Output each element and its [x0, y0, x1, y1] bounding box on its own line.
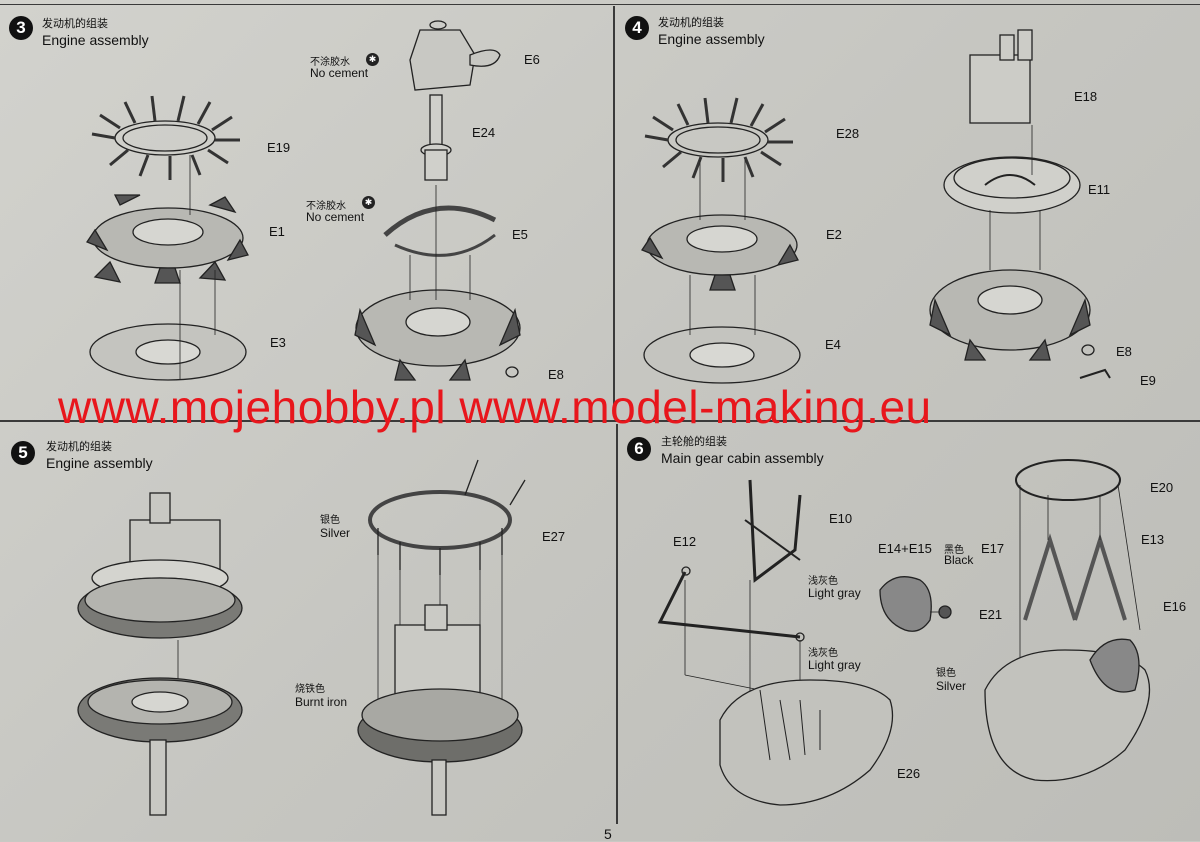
light-gray-cn-1: 浅灰色 — [808, 576, 838, 587]
burnt-iron-en: Burnt iron — [295, 695, 348, 709]
part-e27 — [368, 459, 526, 575]
step-6-title-en: Main gear cabin assembly — [661, 450, 824, 466]
part-e20 — [1015, 459, 1121, 501]
label-e4: E4 — [825, 337, 841, 352]
part-e10 — [744, 479, 802, 583]
part-e17-e13 — [1023, 533, 1127, 621]
vertical-divider-top — [613, 6, 615, 416]
part-e14-e15 — [879, 576, 932, 632]
label-e19: E19 — [267, 140, 291, 155]
step-5-number: 5 — [11, 441, 35, 465]
no-cement-cn-2: 不涂胶水 — [306, 201, 346, 212]
watermark-text: www.mojehobby.pl www.model-making.eu — [58, 381, 932, 433]
part-engine-5-right — [357, 604, 523, 816]
top-border — [0, 4, 1200, 5]
part-e19-spokes — [91, 95, 240, 180]
part-e1 — [86, 194, 249, 284]
part-e28-ring — [667, 122, 769, 158]
part-e19-ring — [114, 120, 216, 156]
no-cement-en-1: No cement — [310, 66, 369, 80]
label-e3: E3 — [270, 335, 286, 350]
label-e8-step3: E8 — [548, 367, 564, 382]
light-gray-en-1: Light gray — [808, 586, 861, 600]
label-e8-step4: E8 — [1116, 344, 1132, 359]
part-e8-a — [505, 366, 519, 378]
light-gray-en-2: Light gray — [808, 658, 861, 672]
part-e9 — [1079, 368, 1111, 379]
label-e2: E2 — [826, 227, 842, 242]
part-gear-cabin — [984, 638, 1151, 782]
part-e5 — [383, 205, 497, 257]
label-e10: E10 — [829, 511, 853, 526]
silver-en-step5: Silver — [320, 526, 351, 540]
label-e26: E26 — [897, 766, 921, 781]
part-e24 — [420, 94, 452, 181]
part-e21 — [938, 605, 952, 619]
step-6-number: 6 — [627, 437, 651, 461]
label-e17: E17 — [981, 541, 1005, 556]
step-3-number: 3 — [9, 16, 33, 40]
step-3-title-en: Engine assembly — [42, 32, 149, 48]
horizontal-divider — [0, 420, 1200, 422]
part-e2 — [641, 214, 799, 291]
part-engine-5-top — [77, 492, 243, 639]
part-e18 — [969, 29, 1033, 124]
step-5-title-en: Engine assembly — [46, 455, 153, 471]
no-cement-icon: ✱ — [366, 53, 379, 66]
label-e11: E11 — [1088, 182, 1111, 197]
label-e18: E18 — [1074, 89, 1098, 104]
label-e20: E20 — [1150, 480, 1174, 495]
step-4-title-cn: 发动机的组装 — [658, 16, 724, 29]
label-e9: E9 — [1140, 373, 1156, 388]
silver-en-step6: Silver — [936, 679, 967, 693]
part-e12 — [657, 566, 805, 642]
label-e5: E5 — [512, 227, 528, 242]
step-5-title-cn: 发动机的组装 — [46, 440, 112, 453]
label-e28: E28 — [836, 126, 860, 141]
label-e21: E21 — [979, 607, 1003, 622]
step-6-title-cn: 主轮舱的组装 — [661, 435, 727, 448]
step-4-number: 4 — [625, 16, 649, 40]
label-e6: E6 — [524, 52, 540, 67]
part-e26 — [719, 679, 894, 806]
light-gray-cn-2: 浅灰色 — [808, 648, 838, 659]
part-crankcase-4 — [929, 269, 1091, 361]
part-e8-b — [1081, 344, 1095, 356]
part-crankcase-3 — [354, 289, 521, 381]
no-cement-cn-1: 不涂胶水 — [310, 57, 350, 68]
step-3-title-cn: 发动机的组装 — [42, 17, 108, 30]
silver-cn-step5: 银色 — [320, 515, 340, 526]
label-e24: E24 — [472, 125, 496, 140]
part-e11 — [943, 156, 1081, 214]
no-cement-en-2: No cement — [306, 210, 365, 224]
black-cn: 黑色 — [944, 545, 964, 556]
part-e4 — [643, 326, 801, 384]
page-number: 5 — [604, 826, 612, 842]
label-e13: E13 — [1141, 532, 1165, 547]
no-cement-icon: ✱ — [362, 196, 375, 209]
part-e6 — [409, 20, 501, 91]
label-e16: E16 — [1163, 599, 1187, 614]
black-en: Black — [944, 553, 974, 567]
part-engine-5-bottom — [77, 677, 243, 816]
silver-cn-step6: 银色 — [936, 668, 956, 679]
part-e28-spokes — [644, 97, 793, 182]
label-e1: E1 — [269, 224, 285, 239]
burnt-iron-cn: 烧铁色 — [295, 684, 325, 695]
label-e27: E27 — [542, 529, 566, 544]
label-e12: E12 — [673, 534, 697, 549]
vertical-divider-bottom — [616, 424, 618, 824]
step-4-title-en: Engine assembly — [658, 31, 765, 47]
part-e3 — [89, 323, 247, 381]
label-e14-e15: E14+E15 — [878, 541, 932, 556]
